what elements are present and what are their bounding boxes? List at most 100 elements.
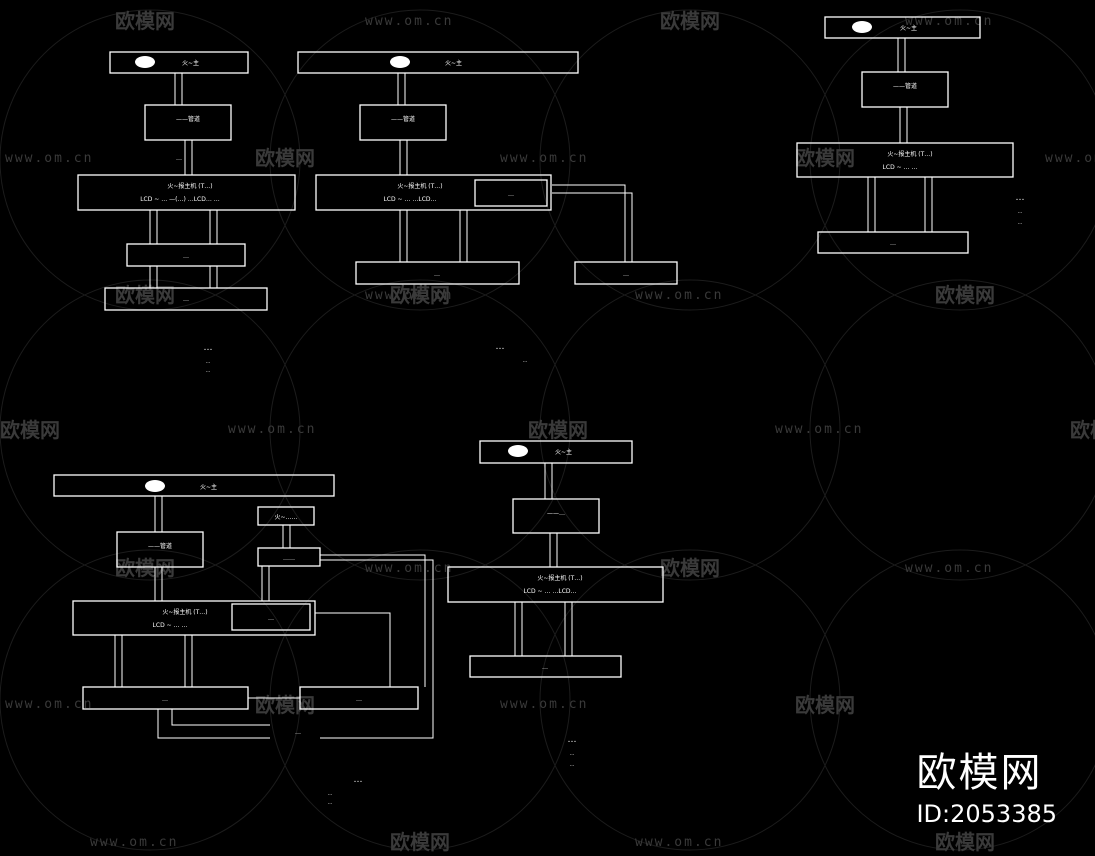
node-label: ——管道 [176, 115, 200, 123]
watermark-logo: 欧模网 [0, 418, 60, 442]
node-label: LCD ~ … … [153, 622, 188, 629]
diagram-node [77, 174, 296, 211]
logo-icon [390, 56, 410, 68]
diagram-node [109, 51, 249, 74]
watermark-logo: 欧模网 [528, 418, 588, 442]
watermark-url: www.om.cn [365, 14, 453, 29]
watermark-url: www.om.cn [365, 288, 453, 303]
diagram-note: … [206, 359, 211, 365]
flow-diagram-4: 火~主 ——管道 火~…… …… 火~报主机 (T…) LCD ~ … … … … [53, 474, 434, 806]
logo-icon [852, 21, 872, 33]
watermark-logo: 欧模网 [255, 146, 315, 170]
diagram-node [447, 566, 664, 603]
diagram-note: … [523, 358, 528, 364]
diagram-node [359, 104, 447, 141]
diagram-node [104, 287, 268, 311]
diagram-note: … [1018, 220, 1023, 226]
diagram-node [116, 531, 204, 568]
node-label: …… [283, 555, 295, 562]
node-label: LCD ~ … …LCD… [383, 196, 436, 203]
diagram-node [72, 600, 316, 636]
node-label: 火~主 [445, 59, 462, 67]
diagram-node [144, 104, 232, 141]
node-label: 火~报主机 (T…) [167, 182, 212, 190]
node-label: 火~主 [555, 448, 572, 456]
asset-id: ID:2053385 [916, 800, 1057, 828]
watermark-logo: 欧模网 [115, 283, 175, 307]
logo-icon [135, 56, 155, 68]
diagram-caption: … [568, 735, 577, 745]
node-label: 火~主 [900, 24, 917, 32]
node-label: … [356, 696, 362, 703]
watermark-url: www.om.cn [905, 561, 993, 576]
node-label: 火~主 [200, 483, 217, 491]
diagram-node [257, 506, 315, 526]
flow-diagram-2: 火~主 ——管道 火~报主机 (T…) LCD ~ … …LCD… … … … … [297, 51, 678, 364]
diagram-node [126, 243, 246, 267]
brand-name: 欧模网 [916, 750, 1043, 796]
watermark-url: www.om.cn [500, 697, 588, 712]
watermark-url: www.om.cn [635, 835, 723, 850]
diagram-note: … [570, 762, 575, 768]
diagram-caption: … [496, 342, 505, 352]
watermark-logo: 欧模网 [390, 283, 450, 307]
watermark-url: www.om.cn [228, 422, 316, 437]
watermark-url: www.om.cn [905, 14, 993, 29]
node-label: … [890, 240, 896, 247]
diagram-note: … [206, 368, 211, 374]
node-label: … [268, 615, 274, 622]
watermark-url: www.om.cn [5, 151, 93, 166]
diagram-caption: … [354, 775, 363, 785]
node-label: 火~主 [182, 59, 199, 67]
watermark-url: www.om.cn [500, 151, 588, 166]
node-label: 火~报主机 (T…) [537, 574, 582, 582]
watermark-logo: 欧模网 [795, 693, 855, 717]
diagram-node [474, 179, 548, 207]
node-label: 火~报主机 (T…) [162, 608, 207, 616]
node-label: 火~报主机 (T…) [397, 182, 442, 190]
flow-diagram-5: 火~主 ——… 火~报主机 (T…) LCD ~ … …LCD… … … … … [447, 440, 664, 768]
watermark-url: www.om.cn [5, 697, 93, 712]
node-label: LCD ~ … —(…) …LCD… … [140, 196, 220, 203]
brand-stamp: 欧模网 ID:2053385 [916, 740, 1057, 828]
node-label: … [434, 271, 440, 278]
watermark-logo: 欧模网 [115, 556, 175, 580]
node-label: ——管道 [148, 542, 172, 550]
connector-label: … [176, 155, 182, 162]
flow-diagram-1: 火~主 ——管道 … 火~报主机 (T…) LCD ~ … —(…) …LCD…… [77, 51, 296, 374]
node-label: 火~…… [274, 514, 297, 521]
node-label: … [508, 191, 514, 198]
node-label: … [623, 271, 629, 278]
diagram-node [297, 51, 579, 74]
node-label: … [162, 696, 168, 703]
diagram-caption: … [1016, 193, 1025, 203]
watermark-logo: 欧模网 [660, 9, 720, 33]
diagram-node [479, 440, 633, 464]
logo-icon [145, 480, 165, 492]
diagram-note: … [570, 751, 575, 757]
watermark-url: www.om.cn [1045, 151, 1095, 166]
diagram-node [469, 655, 622, 678]
watermark-logo: 欧模网 [935, 830, 995, 852]
flow-diagram-3: 火~主 ——管道 火~报主机 (T…) LCD ~ … … … … … … [796, 16, 1025, 254]
node-label: … [183, 253, 189, 260]
connector-label: … [295, 729, 301, 736]
node-label: LCD ~ … … [883, 164, 918, 171]
node-label: ——… [547, 510, 565, 517]
diagram-node [512, 498, 600, 534]
watermark-url: www.om.cn [365, 561, 453, 576]
diagram-note: … [328, 791, 333, 797]
watermark-logo: 欧模网 [660, 556, 720, 580]
watermark-url: www.om.cn [635, 288, 723, 303]
watermark-logo: 欧模网 [390, 830, 450, 852]
node-label: … [183, 296, 189, 303]
node-label: ——管道 [893, 82, 917, 90]
node-label: ——管道 [391, 115, 415, 123]
diagram-node [861, 71, 949, 108]
diagram-note: … [328, 800, 333, 806]
node-label: LCD ~ … …LCD… [523, 588, 576, 595]
diagram-node [817, 231, 969, 254]
diagram-node [355, 261, 520, 285]
